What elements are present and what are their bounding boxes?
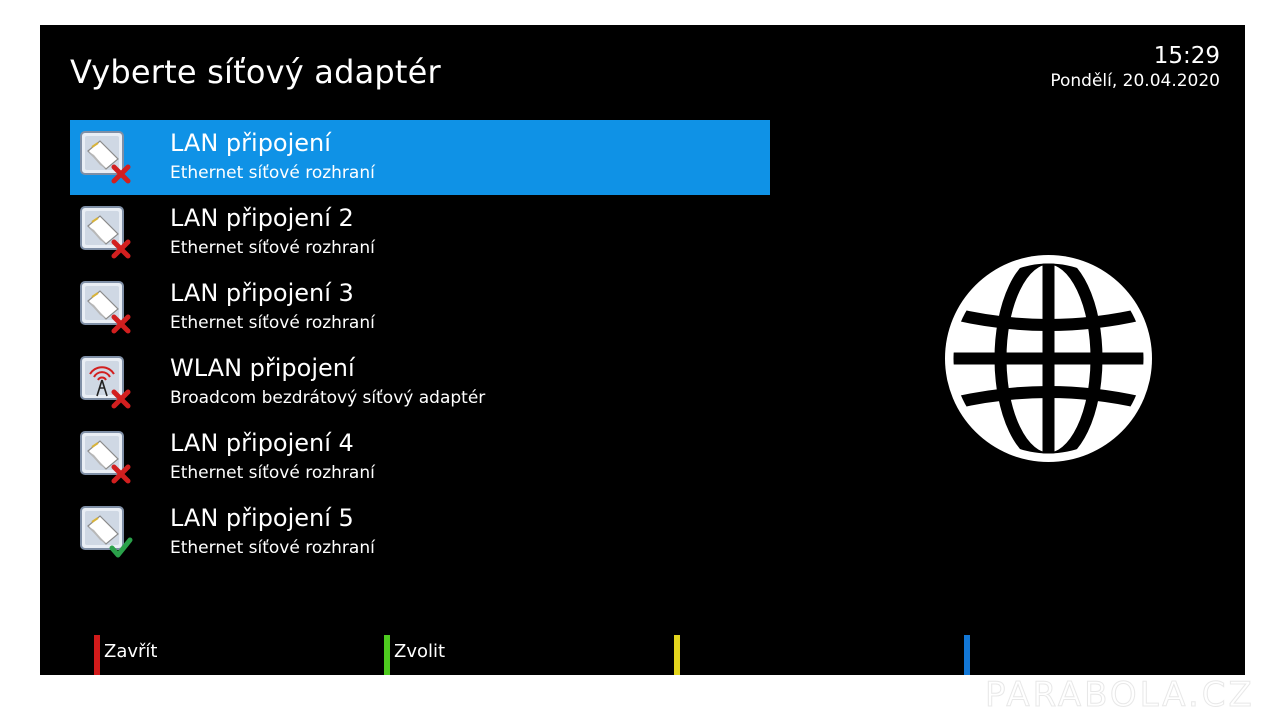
watermark: PARABOLA.CZ bbox=[985, 675, 1255, 716]
clock-date: Pondělí, 20.04.2020 bbox=[1050, 71, 1220, 91]
red-key-indicator bbox=[94, 635, 100, 675]
adapter-name: LAN připojení 5 bbox=[170, 504, 354, 532]
clock: 15:29 Pondělí, 20.04.2020 bbox=[1050, 43, 1220, 93]
adapter-row[interactable]: LAN připojení Ethernet síťové rozhraní bbox=[70, 120, 770, 195]
yellow-key-button[interactable] bbox=[674, 635, 954, 675]
adapter-description: Ethernet síťové rozhraní bbox=[170, 163, 375, 183]
yellow-key-indicator bbox=[674, 635, 680, 675]
adapter-description: Ethernet síťové rozhraní bbox=[170, 463, 375, 483]
adapter-selection-screen: Vyberte síťový adaptér 15:29 Pondělí, 20… bbox=[40, 25, 1245, 675]
adapter-name: LAN připojení bbox=[170, 129, 331, 157]
adapter-row[interactable]: WLAN připojení Broadcom bezdrátový síťov… bbox=[70, 345, 770, 420]
page-title: Vyberte síťový adaptér bbox=[70, 53, 441, 91]
blue-key-button[interactable] bbox=[964, 635, 1234, 675]
adapter-description: Ethernet síťové rozhraní bbox=[170, 313, 375, 333]
adapter-name: LAN připojení 3 bbox=[170, 279, 354, 307]
adapter-description: Ethernet síťové rozhraní bbox=[170, 538, 375, 558]
green-key-indicator bbox=[384, 635, 390, 675]
ethernet-disconnected-icon bbox=[80, 206, 131, 259]
ethernet-disconnected-icon bbox=[80, 431, 131, 484]
red-key-button[interactable]: Zavřít bbox=[94, 635, 374, 675]
adapter-name: LAN připojení 2 bbox=[170, 204, 354, 232]
wlan-disconnected-icon bbox=[80, 356, 131, 409]
ethernet-disconnected-icon bbox=[80, 131, 131, 184]
red-key-label: Zavřít bbox=[104, 641, 158, 662]
adapter-row[interactable]: LAN připojení 2 Ethernet síťové rozhraní bbox=[70, 195, 770, 270]
color-key-bar: Zavřít Zvolit bbox=[40, 635, 1245, 675]
ethernet-disconnected-icon bbox=[80, 281, 131, 334]
blue-key-indicator bbox=[964, 635, 970, 675]
green-key-button[interactable]: Zvolit bbox=[384, 635, 664, 675]
adapter-name: LAN připojení 4 bbox=[170, 429, 354, 457]
adapter-description: Ethernet síťové rozhraní bbox=[170, 238, 375, 258]
adapter-name: WLAN připojení bbox=[170, 354, 355, 382]
adapter-row[interactable]: LAN připojení 4 Ethernet síťové rozhraní bbox=[70, 420, 770, 495]
adapter-list: LAN připojení Ethernet síťové rozhraní L… bbox=[70, 120, 770, 570]
adapter-row[interactable]: LAN připojení 3 Ethernet síťové rozhraní bbox=[70, 270, 770, 345]
adapter-row[interactable]: LAN připojení 5 Ethernet síťové rozhraní bbox=[70, 495, 770, 570]
clock-time: 15:29 bbox=[1153, 43, 1220, 69]
ethernet-connected-icon bbox=[80, 506, 133, 558]
adapter-description: Broadcom bezdrátový síťový adaptér bbox=[170, 388, 486, 408]
green-key-label: Zvolit bbox=[394, 641, 446, 662]
globe-icon bbox=[945, 255, 1152, 462]
